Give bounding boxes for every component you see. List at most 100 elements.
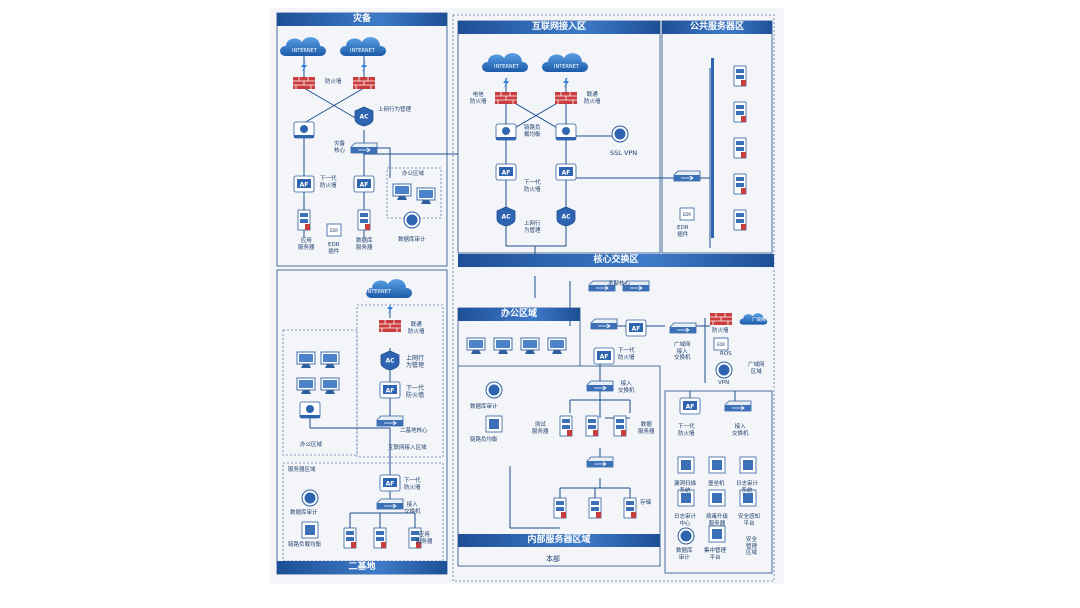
lt-app-server-label: 应用 服务器 bbox=[298, 238, 315, 251]
is-link-lb-label: 链路负均衡 bbox=[470, 437, 498, 443]
sz-vuln-label: 漏洞扫描 系统 bbox=[674, 481, 697, 494]
lb-link-lb-label: 链路负载均衡 bbox=[288, 542, 322, 548]
network-diagram-canvas: AF AC bbox=[270, 8, 784, 584]
central-mgmt-icon bbox=[708, 525, 726, 543]
lb-db-audit-label: 数据库审计 bbox=[290, 510, 318, 516]
hq-label: 本部 bbox=[546, 555, 560, 563]
mid-fw-label: 防火墙 bbox=[712, 328, 729, 334]
db-audit-icon bbox=[301, 489, 319, 507]
dr-region-title: 灾备 bbox=[277, 13, 447, 26]
is-data-server-label: 数据 服务器 bbox=[638, 422, 655, 435]
storage-icon bbox=[623, 497, 637, 519]
lb-firewall-label: 联通 防火墙 bbox=[408, 322, 425, 335]
lb-office-label: 办公区域 bbox=[300, 442, 323, 448]
lb-access-sw-label: 接入 交换机 bbox=[404, 502, 421, 515]
sz-access-sw-label: 接入 交换机 bbox=[732, 424, 749, 437]
is-access-sw-label: 接入 交换机 bbox=[618, 381, 635, 394]
edr-icon bbox=[679, 207, 695, 221]
mid-wan-label: 广域网 bbox=[752, 318, 766, 323]
bolt-icon bbox=[503, 77, 509, 88]
ia-behavior-label: 上网行 为管理 bbox=[524, 221, 541, 234]
switch-icon bbox=[590, 318, 618, 330]
vpn-icon bbox=[715, 361, 733, 379]
pc-icon bbox=[320, 377, 340, 395]
lt-behavior-label: 上网行为管理 bbox=[378, 107, 412, 113]
server-icon bbox=[357, 209, 371, 231]
server-icon bbox=[613, 415, 627, 437]
mid-ros-label: ROS bbox=[720, 351, 732, 357]
vuln-scan-icon bbox=[677, 456, 695, 474]
behavior-mgmt-icon bbox=[556, 206, 576, 227]
router-icon bbox=[713, 337, 729, 351]
ngfw-icon bbox=[555, 163, 577, 181]
mid-ngfw-label: 下一代 防火墙 bbox=[618, 348, 635, 361]
mid-wan-area-label: 广域网 区域 bbox=[748, 362, 765, 375]
core-switch-icon bbox=[350, 142, 378, 154]
pc-icon bbox=[296, 377, 316, 395]
bolt-icon bbox=[563, 77, 569, 88]
ngfw-icon bbox=[353, 175, 375, 193]
behavior-mgmt-icon bbox=[496, 206, 516, 227]
server-icon bbox=[733, 65, 747, 87]
load-balancer-icon bbox=[485, 415, 503, 433]
load-balancer-icon bbox=[301, 521, 319, 539]
access-switch-icon bbox=[724, 400, 752, 412]
server-icon bbox=[343, 527, 357, 549]
ngfw-icon bbox=[625, 319, 647, 337]
lt-firewall-label: 防火墙 bbox=[325, 79, 342, 85]
pc-icon bbox=[547, 337, 567, 355]
load-balancer-icon bbox=[555, 123, 577, 141]
ps-edr-label: EDR 插件 bbox=[677, 225, 689, 238]
lb-ngfw2-label: 下一代 防火墙 bbox=[404, 478, 421, 491]
ngfw-icon bbox=[379, 381, 401, 399]
pc-icon bbox=[493, 337, 513, 355]
lb-behavior-label: 上网行 为管理 bbox=[406, 355, 425, 369]
lt-db-server-label: 数据库 服务器 bbox=[356, 238, 373, 251]
access-switch-icon bbox=[586, 380, 614, 392]
ia-cu-fw-label: 联通 防火墙 bbox=[584, 92, 601, 105]
lt-internet-2: INTERNET bbox=[350, 48, 375, 54]
firewall-icon bbox=[378, 319, 402, 333]
sz-zone-label: 安全 管理 区域 bbox=[746, 537, 758, 556]
sz-bastion-label: 堡垒机 bbox=[708, 481, 725, 487]
pc-icon bbox=[320, 351, 340, 369]
ia-ct-fw-label: 电信 防火墙 bbox=[470, 92, 487, 105]
lt-internet-1: INTERNET bbox=[292, 48, 317, 54]
firewall-icon bbox=[292, 76, 316, 90]
mid-vpn-label: VPN bbox=[718, 380, 730, 386]
firewall-icon bbox=[709, 312, 733, 326]
pc-icon bbox=[392, 183, 412, 201]
lb-internet: INTERNET bbox=[366, 289, 391, 295]
edr-icon bbox=[326, 223, 342, 237]
load-balancer-icon bbox=[495, 123, 517, 141]
sz-central-label: 集中管理 平台 bbox=[704, 548, 727, 561]
load-balancer-icon bbox=[293, 121, 315, 139]
mid-wan-switch-label: 广域网 接入 交换机 bbox=[674, 342, 691, 361]
server-icon bbox=[373, 527, 387, 549]
server-icon bbox=[585, 415, 599, 437]
office-area-title: 办公区域 bbox=[458, 308, 580, 321]
wan-switch-icon bbox=[669, 322, 697, 334]
server-icon bbox=[733, 137, 747, 159]
lb-core2-label: 二基地核心 bbox=[400, 428, 428, 434]
ngfw-icon bbox=[593, 347, 615, 365]
storage-icon bbox=[588, 497, 602, 519]
log-audit-icon bbox=[739, 456, 757, 474]
site2-region-title: 二基地 bbox=[277, 561, 447, 574]
sz-log-audit-label: 日志审计 系统 bbox=[736, 481, 759, 494]
db-audit-icon bbox=[403, 211, 421, 229]
ngfw-icon bbox=[293, 175, 315, 193]
ia-ngfw-label: 下一代 防火墙 bbox=[524, 180, 541, 193]
sz-platform-label: 安全感知 平台 bbox=[738, 514, 761, 527]
pc-icon bbox=[416, 187, 436, 205]
ia-link-lb-label: 链路负 载均衡 bbox=[524, 125, 541, 138]
switch-icon bbox=[299, 401, 321, 419]
lb-internet-access-label: 互联网接入区域 bbox=[388, 445, 427, 451]
pc-icon bbox=[520, 337, 540, 355]
server-icon bbox=[733, 173, 747, 195]
server-icon bbox=[297, 209, 311, 231]
sz-ngfw-label: 下一代 防火墙 bbox=[678, 424, 695, 437]
bolt-icon bbox=[301, 61, 307, 72]
sz-db-audit-label: 数据库 审计 bbox=[676, 548, 693, 561]
lt-db-audit-label: 数据库审计 bbox=[398, 237, 426, 243]
